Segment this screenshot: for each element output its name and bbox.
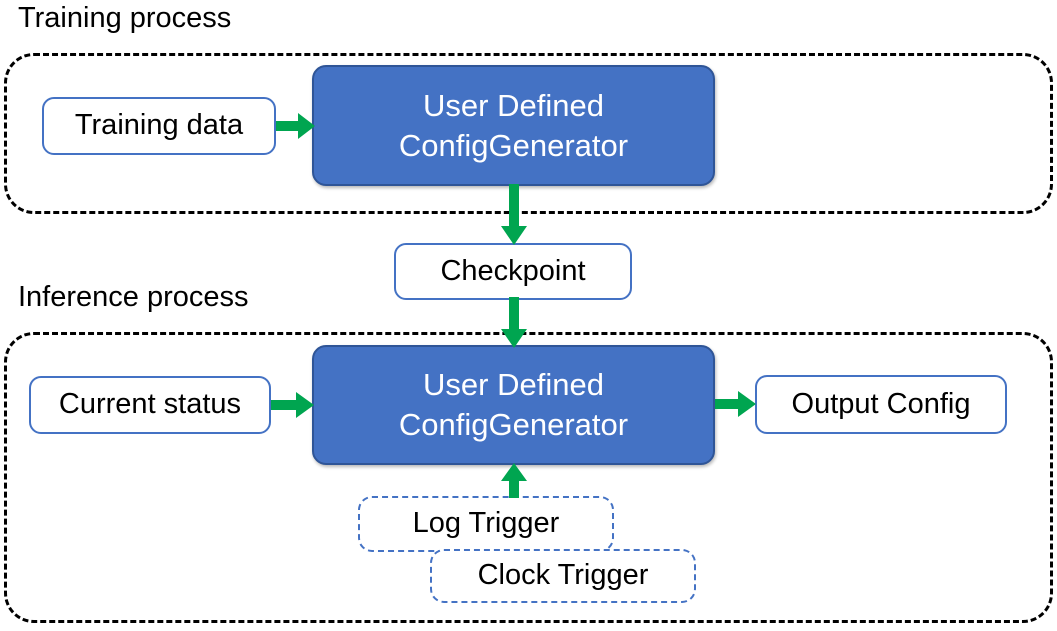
clock-trigger-box[interactable]: Clock Trigger [430, 549, 696, 603]
training-data-box[interactable]: Training data [42, 97, 276, 155]
output-config-label: Output Config [791, 387, 971, 420]
arrow-up-trigger-to-generator [500, 463, 528, 499]
training-config-generator-box[interactable]: User Defined ConfigGenerator [312, 65, 715, 186]
inference-process-container [4, 332, 1053, 623]
inference-generator-label-line1: User Defined [423, 367, 604, 403]
log-trigger-box[interactable]: Log Trigger [358, 496, 614, 552]
current-status-label: Current status [58, 388, 242, 421]
training-generator-label-line1: User Defined [423, 87, 604, 123]
training-process-title: Training process [18, 2, 232, 34]
inference-process-title: Inference process [18, 281, 249, 313]
arrow-right-training-data-to-generator [276, 111, 316, 141]
clock-trigger-label: Clock Trigger [477, 559, 649, 592]
arrow-right-status-to-generator [271, 390, 315, 420]
inference-generator-label-line2: ConfigGenerator [398, 407, 629, 442]
log-trigger-label: Log Trigger [412, 507, 560, 540]
training-data-label: Training data [74, 109, 244, 142]
checkpoint-box[interactable]: Checkpoint [394, 243, 632, 300]
inference-config-generator-box[interactable]: User Defined ConfigGenerator [312, 345, 715, 465]
arrow-down-checkpoint-to-generator [500, 297, 528, 349]
current-status-box[interactable]: Current status [29, 376, 271, 434]
checkpoint-label: Checkpoint [440, 254, 586, 287]
arrow-right-generator-to-output [715, 389, 757, 419]
output-config-box[interactable]: Output Config [755, 375, 1007, 434]
arrow-down-generator-to-checkpoint [500, 184, 528, 246]
training-generator-label-line2: ConfigGenerator [398, 127, 629, 163]
training-process-container [4, 53, 1053, 214]
